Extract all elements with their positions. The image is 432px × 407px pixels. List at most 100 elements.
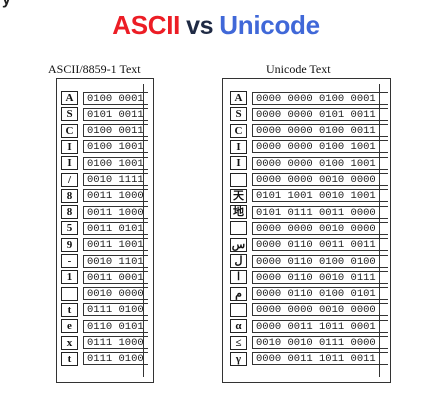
title-ascii: ASCII bbox=[112, 10, 181, 40]
character-cell: A bbox=[61, 91, 78, 105]
character-cell: ا bbox=[230, 270, 247, 285]
binary-cell: 0010 1111 bbox=[83, 173, 148, 186]
character-cell: 天 bbox=[230, 188, 247, 203]
table-row: ≤0010 0010 0111 0000 bbox=[230, 335, 388, 350]
character-cell: t bbox=[61, 302, 78, 317]
table-row: I 0100 1001 bbox=[61, 139, 148, 154]
table-row: 地 0101 0111 0011 0000 bbox=[230, 205, 388, 220]
binary-cell: 0000 0000 0100 1001 bbox=[252, 140, 388, 154]
table-row: C 0000 0000 0100 0011 bbox=[230, 123, 388, 138]
character-cell bbox=[230, 302, 247, 317]
ascii-panel-frame bbox=[56, 78, 154, 383]
character-cell: A bbox=[230, 91, 247, 105]
ascii-right-rule bbox=[143, 84, 144, 377]
character-cell: C bbox=[230, 123, 247, 138]
character-cell: t bbox=[61, 351, 78, 366]
binary-cell: 0101 0011 bbox=[83, 107, 148, 121]
character-cell bbox=[230, 221, 247, 236]
character-cell: - bbox=[61, 254, 78, 268]
binary-cell: 0111 0100 bbox=[83, 352, 148, 366]
binary-cell: 0100 0001 bbox=[83, 91, 148, 105]
character-cell: γ bbox=[230, 351, 247, 366]
table-row: س 0000 0110 0011 0011 bbox=[230, 237, 388, 252]
table-row: -0010 1101 bbox=[61, 254, 148, 268]
binary-cell: 0010 1101 bbox=[83, 254, 148, 268]
binary-cell: 0000 0011 1011 0001 bbox=[252, 319, 388, 333]
binary-cell: 0011 0001 bbox=[83, 270, 148, 284]
table-row: 0000 0000 0010 0000 bbox=[230, 302, 388, 317]
table-row: 天 0101 1001 0010 1001 bbox=[230, 188, 388, 203]
binary-cell: 0000 0000 0100 0011 bbox=[252, 124, 388, 138]
unicode-panel-heading: Unicode Text bbox=[266, 62, 331, 76]
binary-cell: 0000 0000 0100 1001 bbox=[252, 156, 388, 170]
table-row: I 0000 0000 0100 1001 bbox=[230, 156, 388, 171]
binary-cell: 0000 0000 0100 0001 bbox=[252, 91, 388, 105]
table-row: t 0111 0100 bbox=[61, 351, 148, 366]
binary-cell: 0110 0101 bbox=[83, 319, 148, 333]
binary-cell: 0101 0111 0011 0000 bbox=[252, 205, 388, 219]
title-vs: vs bbox=[186, 12, 214, 40]
binary-cell: 0111 0100 bbox=[83, 303, 148, 317]
character-cell: 8 bbox=[61, 205, 78, 220]
character-cell: ل bbox=[230, 254, 247, 268]
partial-top-text: y bbox=[0, 0, 60, 8]
table-row: 5 0011 0101 bbox=[61, 221, 148, 236]
binary-cell: 0010 0010 0111 0000 bbox=[252, 336, 388, 349]
binary-cell: 0000 0110 0011 0011 bbox=[252, 238, 388, 252]
character-cell: 地 bbox=[230, 205, 247, 220]
binary-cell: 0101 1001 0010 1001 bbox=[252, 189, 388, 203]
character-cell: I bbox=[61, 156, 78, 171]
unicode-panel-frame bbox=[222, 78, 391, 383]
character-cell: I bbox=[61, 139, 78, 154]
character-cell bbox=[230, 172, 247, 187]
binary-cell: 0011 1001 bbox=[83, 238, 148, 252]
binary-cell: 0000 0011 1011 0011 bbox=[252, 352, 388, 366]
table-row: α 0000 0011 1011 0001 bbox=[230, 319, 388, 334]
binary-cell: 0111 1000 bbox=[83, 336, 148, 349]
table-row: γ 0000 0011 1011 0011 bbox=[230, 351, 388, 366]
binary-cell: 0010 0000 bbox=[83, 287, 148, 301]
character-cell: 9 bbox=[61, 237, 78, 252]
table-row: A 0000 0000 0100 0001 bbox=[230, 91, 388, 105]
character-cell: C bbox=[61, 123, 78, 138]
binary-cell: 0100 1001 bbox=[83, 140, 148, 154]
binary-cell: 0000 0000 0010 0000 bbox=[252, 303, 388, 317]
ascii-panel-heading: ASCII/8859-1 Text bbox=[48, 62, 141, 76]
binary-cell: 0100 0011 bbox=[83, 124, 148, 138]
character-cell: ≤ bbox=[230, 335, 247, 350]
character-cell: 5 bbox=[61, 221, 78, 236]
character-cell bbox=[61, 286, 78, 301]
character-cell: / bbox=[61, 172, 78, 187]
character-cell: م bbox=[230, 286, 247, 301]
table-row: C 0100 0011 bbox=[61, 123, 148, 138]
table-row: I 0100 1001 bbox=[61, 156, 148, 171]
character-cell: e bbox=[61, 319, 78, 334]
binary-cell: 0000 0110 0100 0100 bbox=[252, 254, 388, 268]
character-cell: I bbox=[230, 139, 247, 154]
character-cell: S bbox=[61, 107, 78, 122]
binary-cell: 0000 0000 0101 0011 bbox=[252, 107, 388, 121]
table-row: 0010 0000 bbox=[61, 286, 148, 301]
unicode-right-rule bbox=[379, 84, 380, 377]
table-row: 0000 0000 0010 0000 bbox=[230, 172, 388, 187]
character-cell: I bbox=[230, 156, 247, 171]
character-cell: 1 bbox=[61, 270, 78, 285]
table-row: ل 0000 0110 0100 0100 bbox=[230, 254, 388, 268]
table-row: t 0111 0100 bbox=[61, 302, 148, 317]
character-cell: س bbox=[230, 237, 247, 252]
title-unicode: Unicode bbox=[219, 10, 320, 40]
character-cell: S bbox=[230, 107, 247, 122]
character-cell: 8 bbox=[61, 188, 78, 203]
binary-cell: 0000 0000 0010 0000 bbox=[252, 173, 388, 186]
table-row: 1 0011 0001 bbox=[61, 270, 148, 285]
character-cell: α bbox=[230, 319, 247, 334]
table-row: 9 0011 1001 bbox=[61, 237, 148, 252]
binary-cell: 0100 1001 bbox=[83, 156, 148, 170]
binary-cell: 0011 1000 bbox=[83, 189, 148, 203]
binary-cell: 0000 0110 0010 0111 bbox=[252, 270, 388, 284]
binary-cell: 0011 0101 bbox=[83, 221, 148, 235]
